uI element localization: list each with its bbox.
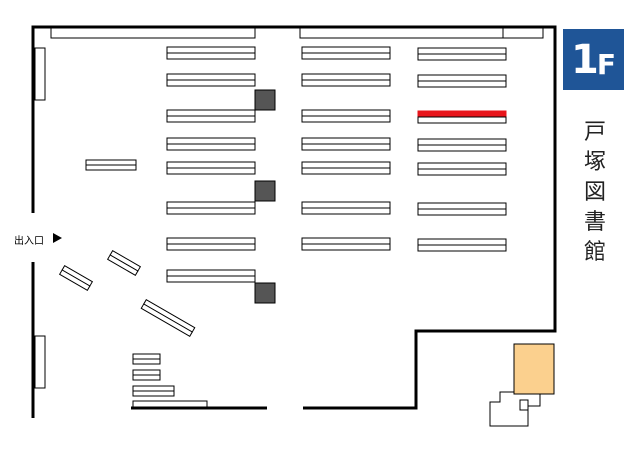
top-counter-right [299, 27, 544, 39]
library-name: 戸 塚 図 書 館 [583, 118, 607, 268]
shelf [166, 109, 256, 123]
shelf-small [132, 369, 161, 381]
library-name-char: 図 [583, 180, 606, 205]
shelf-angled [58, 264, 94, 292]
entrance-arrow-icon [53, 233, 62, 243]
shelf-angled [106, 249, 142, 277]
shelf-small [85, 159, 137, 171]
shelf [301, 73, 391, 87]
floor-number: 1 [571, 36, 599, 83]
pillar [254, 180, 276, 202]
wall-north-west [31, 25, 557, 410]
shelf [301, 109, 391, 123]
library-name-char: 館 [583, 240, 606, 265]
shelf [417, 138, 507, 152]
annex-step [519, 399, 529, 411]
shelf [166, 237, 256, 251]
shelf [166, 269, 256, 283]
shelf [417, 238, 507, 252]
top-counter-left [50, 27, 256, 39]
walls [31, 25, 557, 418]
shelf-small [132, 353, 161, 365]
shelf [301, 237, 391, 251]
shelf [166, 201, 256, 215]
shelf-highlighted[interactable] [417, 110, 507, 124]
west-cabinet-lower [34, 335, 46, 389]
library-name-char: 塚 [583, 150, 606, 175]
shelf [417, 47, 507, 61]
shelf-angled [140, 298, 196, 338]
shelf [417, 202, 507, 216]
shelf [417, 74, 507, 88]
shelf-small [132, 385, 175, 397]
floor-letter: F [596, 47, 616, 81]
library-name-char: 戸 [583, 120, 606, 145]
shelf [166, 46, 256, 60]
shelf [301, 46, 391, 60]
shelf [417, 162, 507, 176]
shelf [301, 201, 391, 215]
bottom-counter [132, 400, 208, 408]
floor-badge: 1 F [563, 29, 624, 90]
service-area[interactable] [513, 343, 555, 395]
pillar [254, 89, 276, 111]
shelves [58, 46, 507, 408]
shelf [166, 73, 256, 87]
shelf [166, 161, 256, 175]
library-name-char: 書 [583, 210, 606, 235]
west-cabinet-upper [34, 47, 46, 101]
pillar [254, 282, 276, 304]
stair-annex [489, 391, 541, 427]
entrance-label: 出入口 [14, 236, 44, 247]
shelf [301, 137, 391, 151]
shelf [301, 161, 391, 175]
shelf [166, 137, 256, 151]
